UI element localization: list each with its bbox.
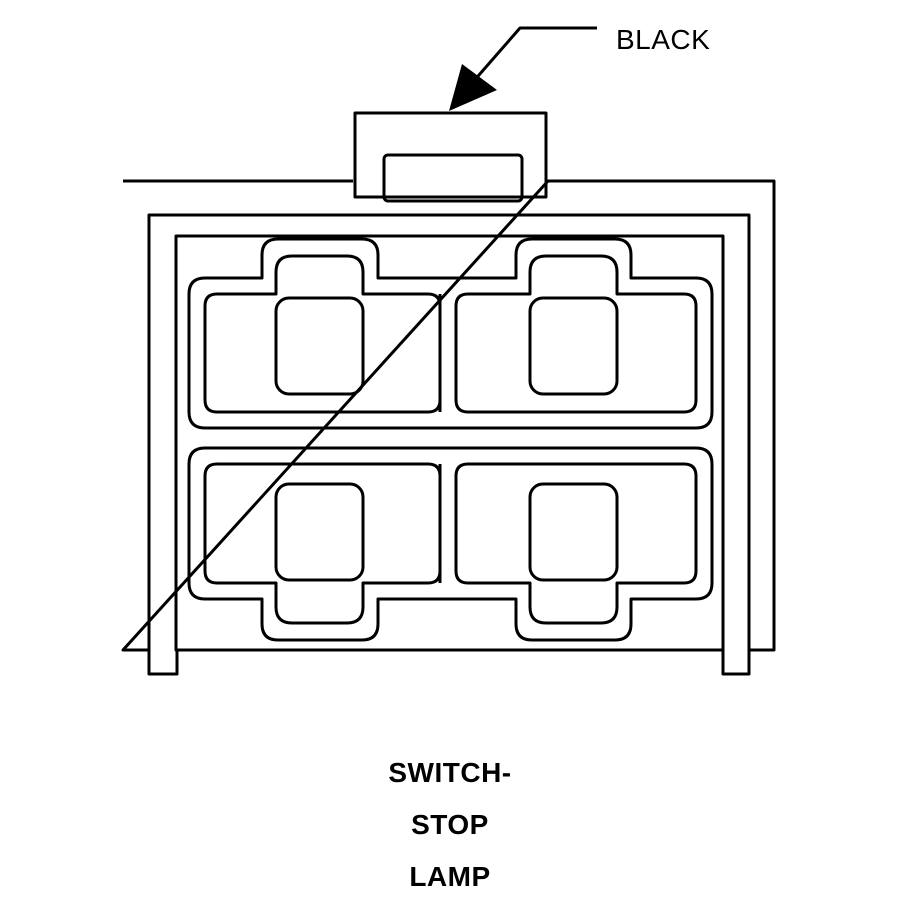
connector-latch [353,111,548,203]
cavity-2 [454,254,698,414]
terminal-window-3 [274,482,365,582]
caption-line-2: STOP [411,809,489,840]
caption-line-1: SWITCH- [388,757,512,788]
terminal-window-1 [274,296,365,396]
terminal-window-4 [528,482,619,582]
caption-line-3: LAMP [409,861,491,892]
cavity-row-top [187,237,714,430]
cavity-4 [454,462,698,625]
cavity-3 [203,462,442,625]
cavity-row-bottom [187,446,714,642]
cavity-1 [203,254,442,414]
wire-color-label: BLACK [616,24,711,55]
terminal-window-2 [528,296,619,396]
callout-arrowhead [449,64,497,111]
callout-leader [449,26,597,111]
connector-housing [121,179,776,676]
